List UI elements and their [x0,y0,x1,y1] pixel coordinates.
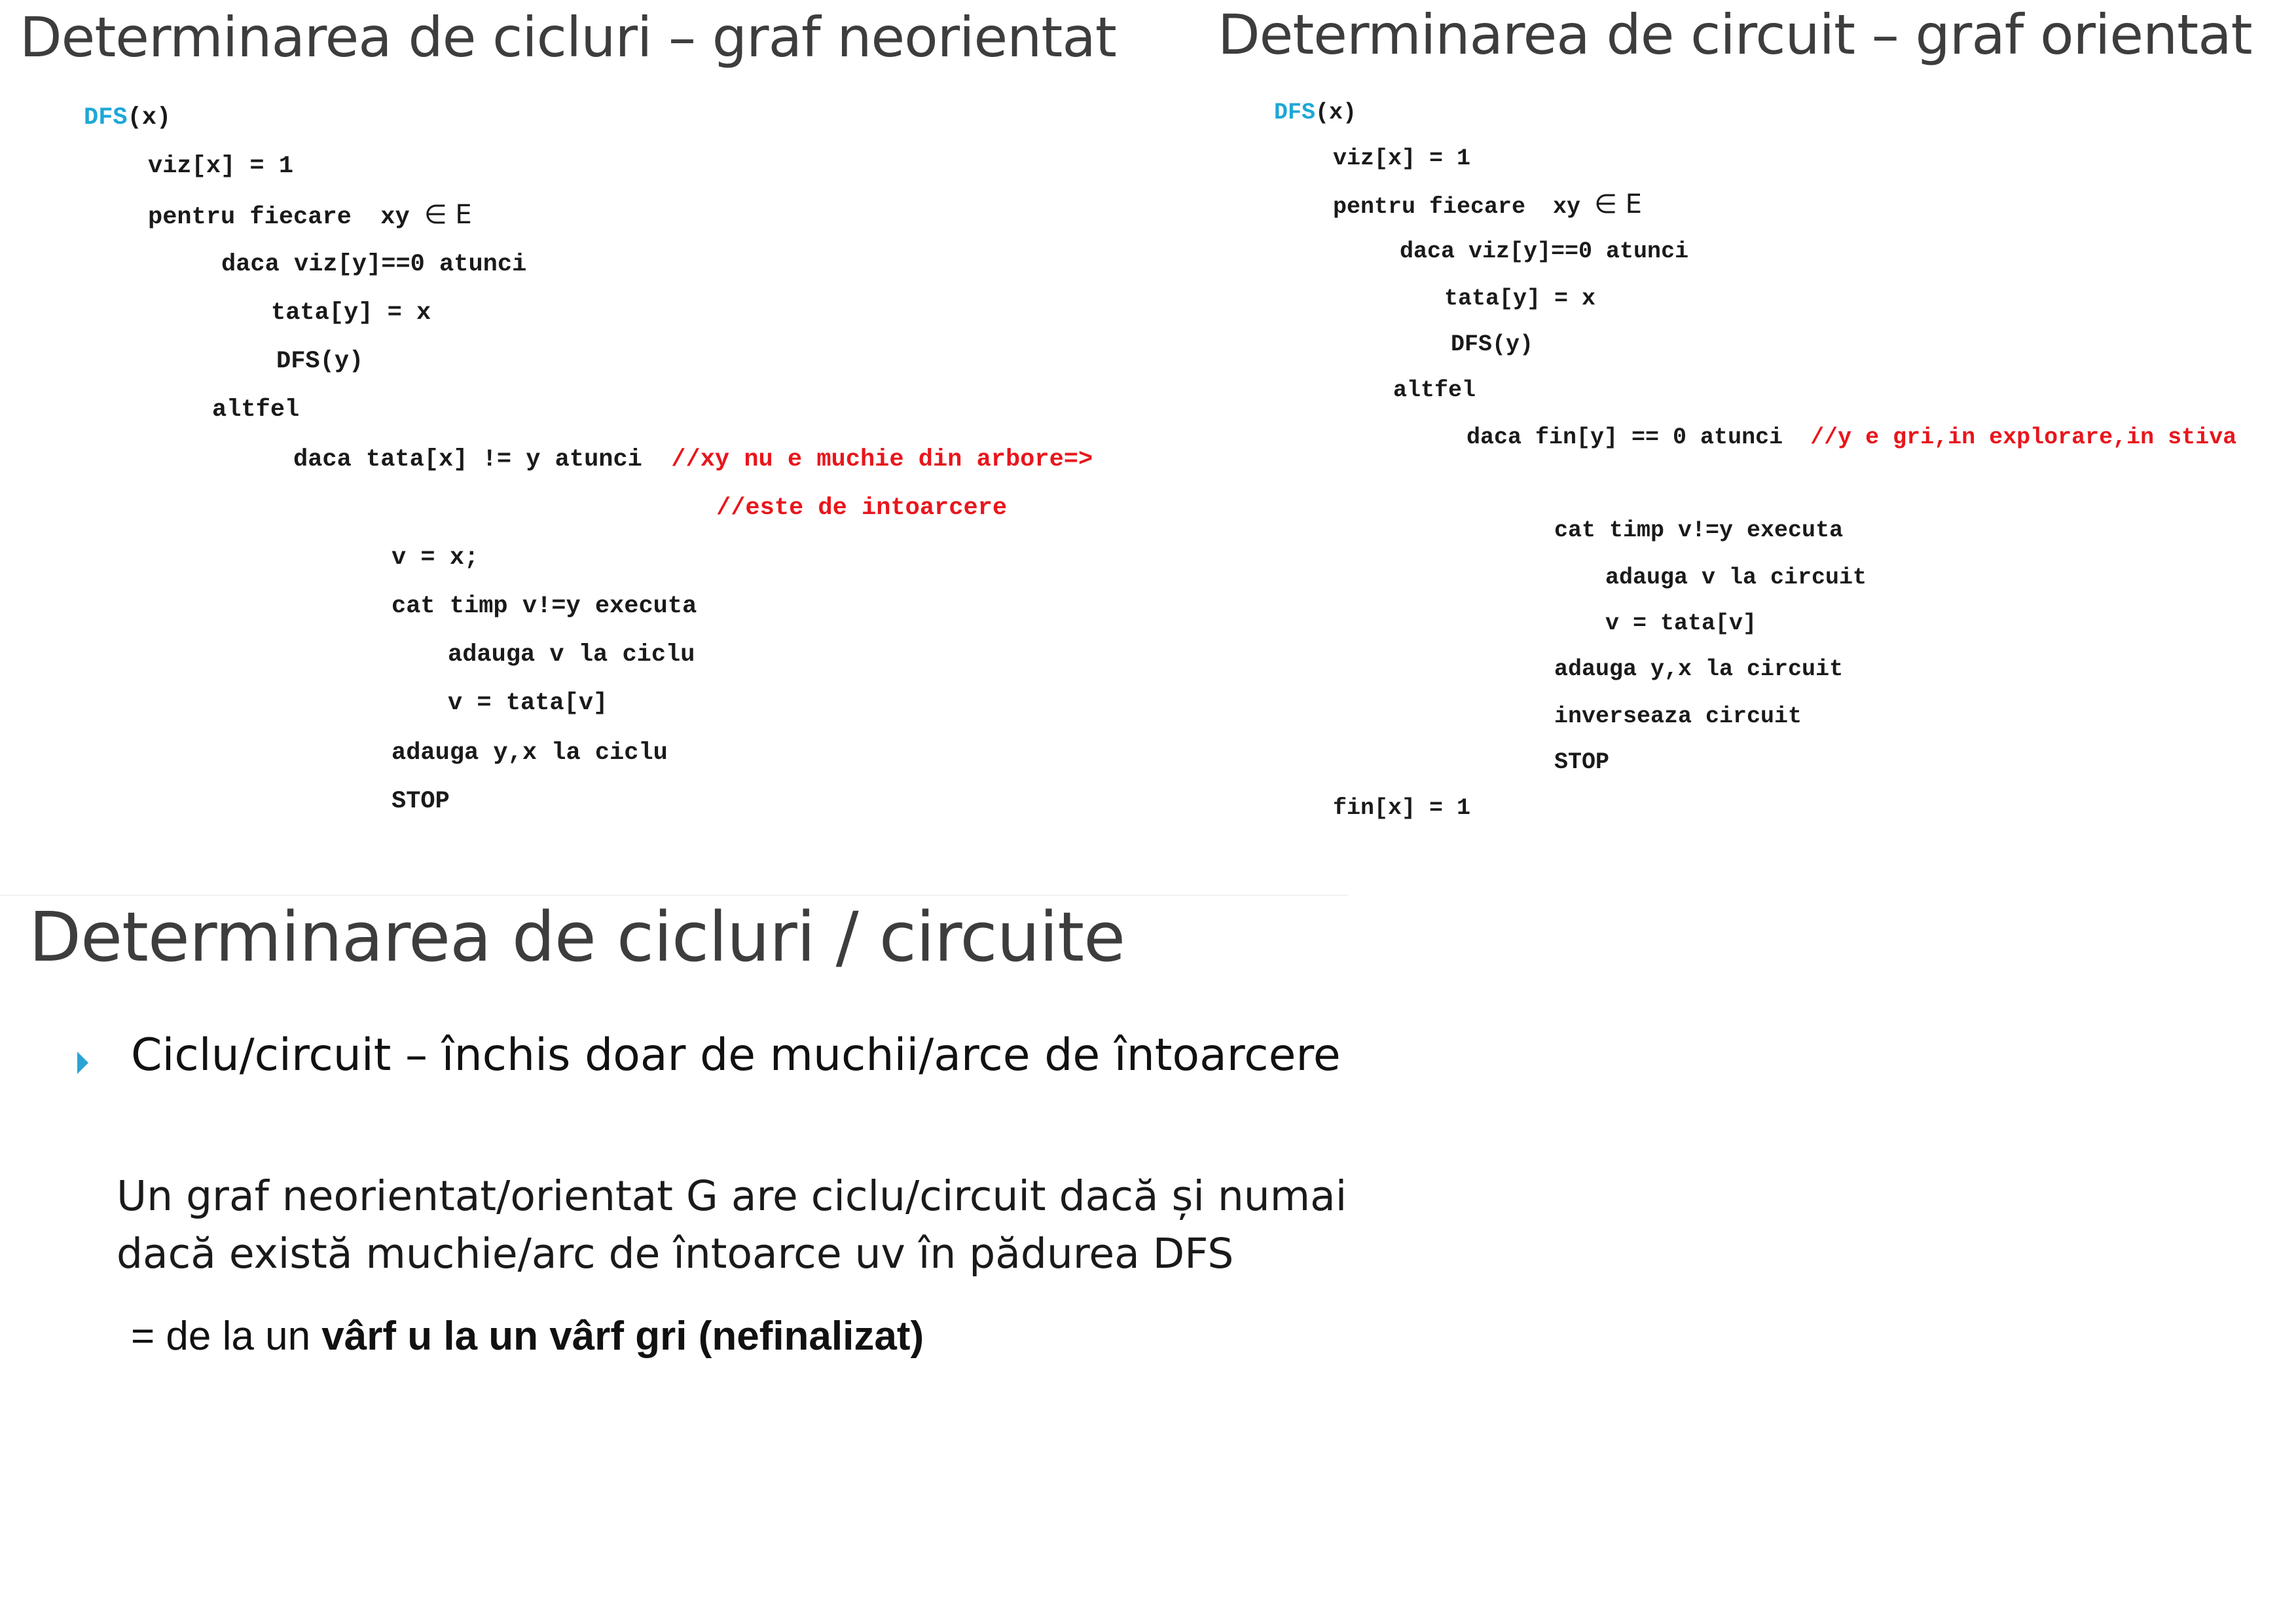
directed-circuit-pseudocode: DFS(x) viz[x] = 1 pentru fiecare xy ∈ E dac… [1274,98,2236,822]
code-token: daca viz[y]==0 atunci [1400,238,1689,265]
code-line: v = tata[v] [1605,609,1757,638]
code-line: daca viz[y]==0 atunci [1400,237,1688,266]
code-line: STOP [392,787,450,816]
code-line: daca tata[x] != y atunci //xy nu e muchi… [293,445,1093,474]
bottom-slide-title: Determinarea de cicluri / circuite [29,897,1125,977]
code-token: inverseaza circuit [1554,703,1802,729]
code-comment: //y e gri,in explorare,in stiva [1810,424,2237,451]
code-line: viz[x] = 1 [148,152,293,181]
code-line: viz[x] = 1 [1333,144,1470,173]
code-token: fin[x] = 1 [1333,795,1471,821]
code-keyword: DFS [1274,100,1316,126]
code-token: adauga y,x la circuit [1554,656,1844,682]
code-token: daca tata[x] != y atunci [293,446,672,473]
code-token: v = x; [392,544,479,572]
bullet-arrow-icon [77,1052,88,1074]
code-token: tata[y] = x [1444,286,1596,312]
code-token: altfel [212,396,300,424]
code-token: ∈ E [1594,189,1642,219]
code-token: cat timp v!=y executa [1554,517,1844,544]
code-token: (x) [127,104,172,132]
code-token: adauga v la circuit [1605,564,1867,591]
code-line: inverseaza circuit [1554,702,1802,731]
code-line: daca viz[y]==0 atunci [221,250,526,279]
code-line: cat timp v!=y executa [392,592,697,621]
definition-qualifier: (nefinalizat) [698,1314,924,1359]
code-line: DFS(y) [276,347,363,376]
code-line: pentru fiecare xy ∈ E [1333,190,1642,221]
code-line: STOP [1554,748,1609,777]
code-token: daca viz[y]==0 atunci [221,251,527,278]
definition-prefix: = de la un [131,1314,322,1359]
code-token: cat timp v!=y executa [392,593,697,620]
code-line: altfel [1393,376,1476,405]
code-line: adauga y,x la ciclu [392,739,668,767]
code-line: altfel [212,396,299,424]
slide-divider [0,895,1349,896]
theorem-text-line-1: Un graf neorientat/orientat G are ciclu/… [117,1172,1347,1220]
right-slide-title: Determinarea de circuit – graf orientat [1218,3,2253,67]
code-comment: //xy nu e muchie din arbore=> [671,446,1093,473]
code-token: adauga y,x la ciclu [392,739,668,767]
undirected-cycle-pseudocode: DFS(x) viz[x] = 1 pentru fiecare xy ∈ E dac… [84,103,1093,816]
left-slide-title: Determinarea de cicluri – graf neorienta… [20,5,1117,69]
definition-spacer [687,1314,698,1359]
code-line: daca fin[y] == 0 atunci //y e gri,in exp… [1467,423,2236,452]
code-comment: //este de intoarcere [716,494,1008,522]
code-token: tata[y] = x [271,299,431,327]
code-line: DFS(x) [1274,98,1357,127]
code-token: (x) [1315,100,1357,126]
code-token: altfel [1393,377,1476,403]
theorem-text-line-2: dacă există muchie/arc de întoarce uv în… [117,1230,1234,1278]
code-token: ∈ E [424,200,472,230]
code-line: DFS(x) [84,103,171,132]
code-line: cat timp v!=y executa [1554,516,1843,545]
definition-emphasis: vârf u la un vârf gri [321,1314,687,1359]
code-token: STOP [1554,749,1610,775]
code-token: viz[x] = 1 [148,153,294,180]
back-edge-definition: = de la un vârf u la un vârf gri (nefina… [131,1313,924,1359]
code-line: tata[y] = x [271,299,431,327]
code-line: //este de intoarcere [716,494,1007,523]
code-token: daca fin[y] == 0 atunci [1467,424,1811,451]
code-token: v = tata[v] [448,690,608,717]
code-line: adauga v la ciclu [448,640,695,669]
code-line: adauga y,x la circuit [1554,655,1843,684]
code-line: tata[y] = x [1444,284,1595,313]
code-line: adauga v la circuit [1605,563,1867,592]
code-token: pentru fiecare xy [1333,194,1595,220]
code-token: DFS(y) [1451,331,1534,358]
code-token: viz[x] = 1 [1333,145,1471,172]
code-line: v = tata[v] [448,689,608,718]
code-token: pentru fiecare xy [148,204,424,231]
code-line: DFS(y) [1451,330,1533,359]
code-token: adauga v la ciclu [448,641,695,669]
code-line: pentru fiecare xy ∈ E [148,200,472,232]
code-line: v = x; [392,544,479,572]
bullet-point: Ciclu/circuit – închis doar de muchii/ar… [131,1029,1341,1081]
code-token: DFS(y) [276,348,364,375]
code-line: fin[x] = 1 [1333,794,1470,822]
code-token: STOP [392,788,450,815]
code-keyword: DFS [84,104,128,132]
code-token: v = tata[v] [1605,610,1757,637]
